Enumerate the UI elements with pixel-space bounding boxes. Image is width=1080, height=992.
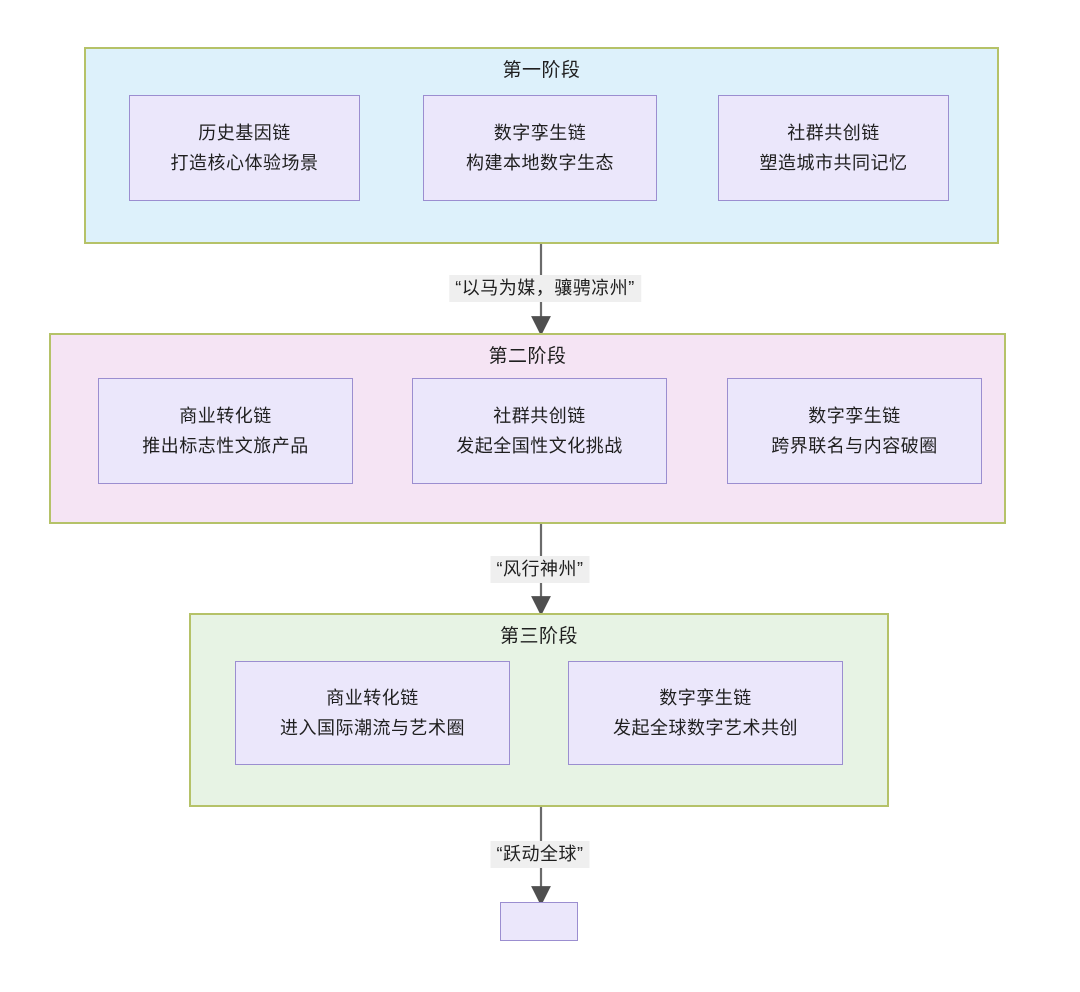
phase-title-3: 第三阶段 [499,626,578,647]
node-phase2-item1[interactable]: 商业转化链 推出标志性文旅产品 [98,378,353,484]
node-heading: 商业转化链 [326,687,419,708]
node-heading: 社群共创链 [493,405,586,426]
node-phase2-item3[interactable]: 数字孪生链 跨界联名与内容破圈 [727,378,982,484]
node-detail: 跨界联名与内容破圈 [771,435,938,456]
node-detail: 发起全国性文化挑战 [456,435,623,456]
node-detail: 推出标志性文旅产品 [142,435,309,456]
node-detail: 进入国际潮流与艺术圈 [280,717,465,738]
node-detail: 发起全球数字艺术共创 [613,717,798,738]
node-detail: 打造核心体验场景 [170,152,319,173]
node-phase1-item3[interactable]: 社群共创链 塑造城市共同记忆 [718,95,949,201]
node-detail: 塑造城市共同记忆 [759,152,908,173]
node-heading: 数字孪生链 [493,122,587,143]
phase-title-1: 第一阶段 [502,60,581,81]
node-heading: 社群共创链 [787,122,880,143]
edge-label-phase1-phase2: “以马为媒，骧骋凉州” [449,275,641,302]
node-heading: 数字孪生链 [659,687,752,708]
node-phase3-item2[interactable]: 数字孪生链 发起全球数字艺术共创 [568,661,843,765]
node-phase3-item1[interactable]: 商业转化链 进入国际潮流与艺术圈 [235,661,510,765]
phase-title-2: 第二阶段 [488,346,567,367]
node-phase1-item2[interactable]: 数字孪生链 构建本地数字生态 [423,95,657,201]
edge-label-phase2-phase3: “风行神州” [490,556,590,583]
edge-label-phase3-terminal: “跃动全球” [490,841,590,868]
node-phase2-item2[interactable]: 社群共创链 发起全国性文化挑战 [412,378,667,484]
node-heading: 商业转化链 [179,405,272,426]
node-detail: 构建本地数字生态 [466,152,614,173]
node-phase1-item1[interactable]: 历史基因链 打造核心体验场景 [129,95,360,201]
node-heading: 历史基因链 [198,122,291,143]
node-heading: 数字孪生链 [808,405,901,426]
terminal-node[interactable] [500,902,578,941]
